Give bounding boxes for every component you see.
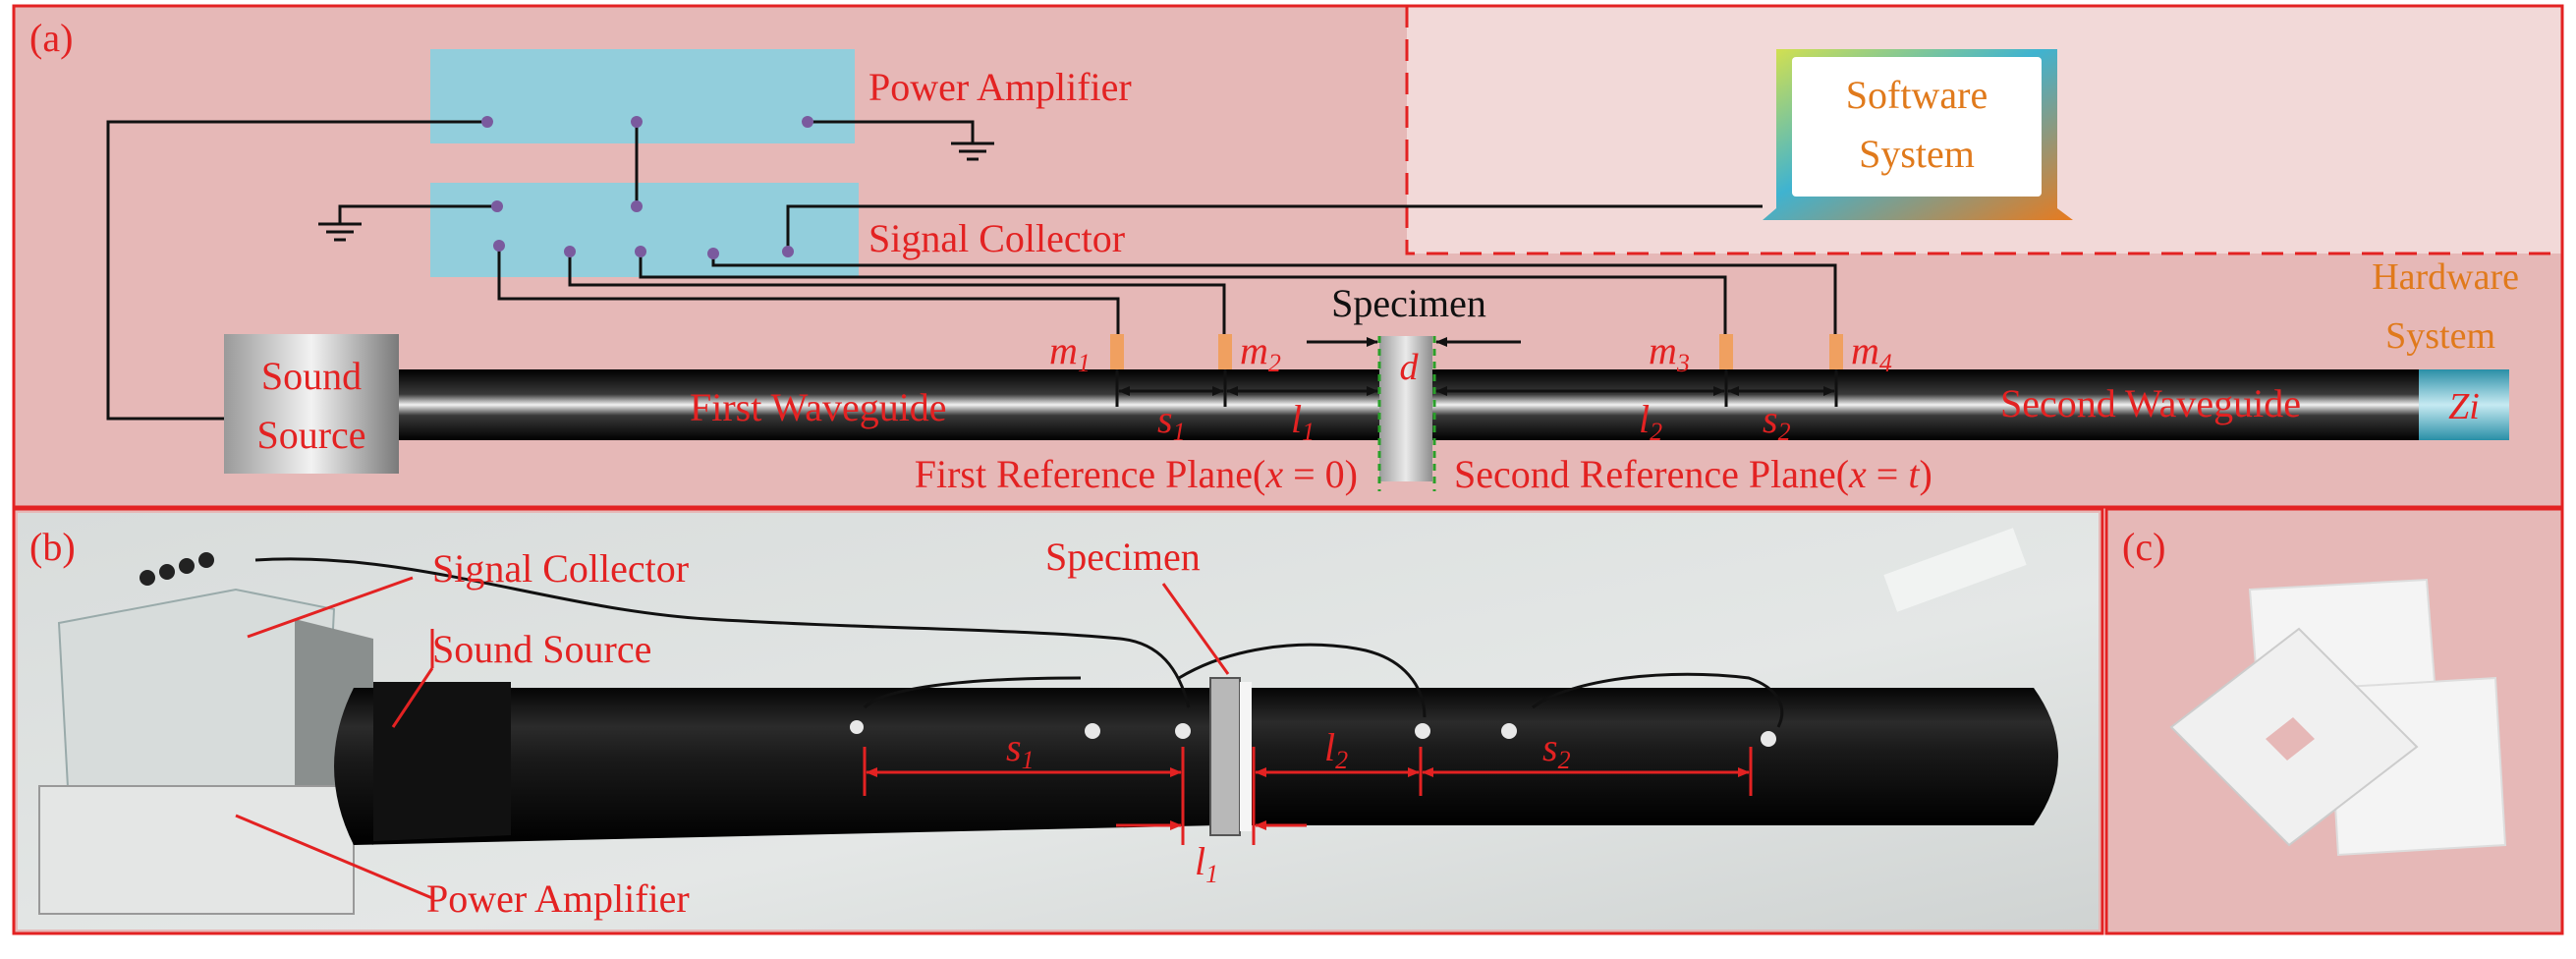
panel-b-frame (12, 507, 2104, 935)
panel-a: (a) Power Amplifier Signal Collector (12, 4, 2564, 509)
signal-collector-box (430, 183, 859, 277)
panel-c-frame (2104, 507, 2564, 935)
software-system-label-line1: Software (1846, 73, 1988, 117)
floor-tile-highlight (1883, 528, 2027, 612)
termination-zi-box (2419, 369, 2509, 440)
software-system-label-line2: System (1859, 132, 1975, 176)
microphones (1110, 334, 1843, 369)
microphone-m4 (1829, 334, 1843, 369)
laptop-icon (1763, 49, 2073, 220)
mic-label-m3: m3 (1649, 328, 1690, 377)
photo-connectors (140, 552, 214, 586)
second-reference-plane-label: Second Reference Plane(x = t) (1454, 452, 1932, 496)
hardware-system-label-line2: System (2385, 315, 2495, 357)
photo-power-amplifier-label: Power Amplifier (426, 876, 690, 921)
photo-sound-source-label: Sound Source (432, 627, 651, 671)
software-region-dashed-border (1405, 6, 2562, 255)
first-waveguide-label: First Waveguide (690, 385, 947, 429)
photo-specimen-sample (1240, 682, 1252, 831)
sound-source-label-line2: Source (256, 413, 365, 457)
photo-dimension-lines (863, 747, 1753, 845)
specimen-block (1379, 336, 1432, 481)
first-reference-plane-label: First Reference Plane(x = 0) (915, 452, 1358, 496)
dimension-lines (1115, 369, 1838, 407)
panel-a-frame (12, 4, 2564, 509)
microphone-m1 (1110, 334, 1124, 369)
ground-icon-amplifier (808, 120, 994, 161)
ground-icon-collector (318, 204, 497, 242)
termination-zi-label: Zi (2448, 386, 2480, 427)
photo-equipment-base (38, 785, 355, 915)
photo-leader-lines (235, 576, 1230, 900)
photo-dim-label-s2: s2 (1542, 725, 1571, 774)
power-amplifier-box (430, 49, 855, 143)
panel-c-label: (c) (2122, 525, 2165, 569)
photo-specimen-label: Specimen (1045, 535, 1201, 579)
photo-tube-left (334, 688, 1218, 845)
sample-plate-hole (2266, 717, 2315, 761)
panel-a-label: (a) (29, 16, 73, 60)
photo-tube-right (1248, 688, 2058, 825)
sound-source-label-line1: Sound (261, 354, 362, 398)
power-amplifier-label: Power Amplifier (868, 65, 1132, 109)
microphone-m2 (1218, 334, 1232, 369)
sound-source-box (224, 334, 399, 474)
specimen-label: Specimen (1331, 281, 1486, 325)
panel-c: (c) (2104, 507, 2564, 935)
microphone-m3 (1719, 334, 1733, 369)
photo-mic-ports (850, 720, 1776, 747)
photo-specimen-holder (1209, 677, 1241, 836)
photo-cables (254, 557, 1784, 728)
photo-signal-collector-label: Signal Collector (432, 546, 689, 591)
signal-collector-label: Signal Collector (868, 216, 1125, 260)
terminal-dots (481, 116, 813, 259)
panel-b: (b) Signal Collector Sound Source Power … (12, 507, 2104, 935)
hardware-system-label-line1: Hardware (2372, 256, 2519, 298)
panel-b-label: (b) (29, 525, 76, 569)
dim-label-d: d (1400, 347, 1420, 388)
second-waveguide-label: Second Waveguide (2000, 381, 2301, 425)
photo-tube-source-coupler (373, 682, 511, 841)
